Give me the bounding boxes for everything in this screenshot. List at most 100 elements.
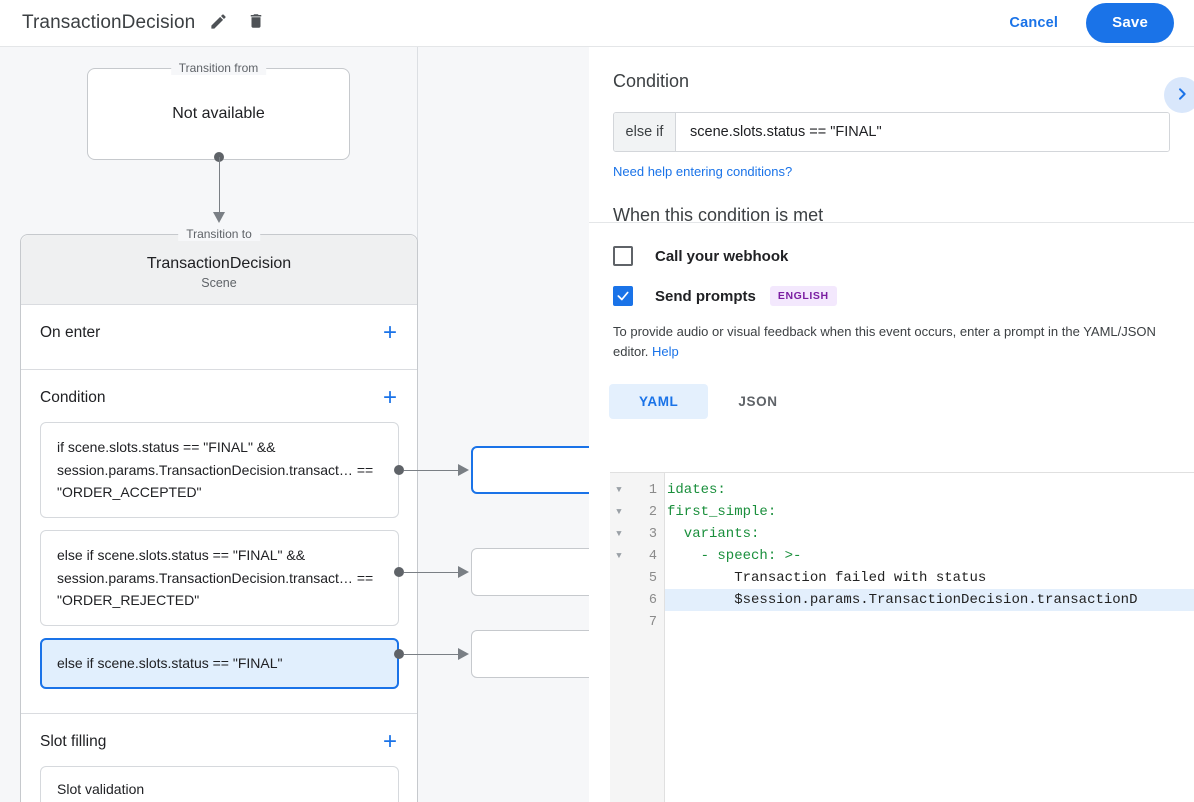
send-prompts-label: Send prompts bbox=[655, 287, 756, 305]
when-condition-met-heading: When this condition is met bbox=[613, 205, 824, 225]
chevron-right-icon bbox=[1174, 86, 1190, 105]
condition-item[interactable]: else if scene.slots.status == "FINAL" &&… bbox=[40, 530, 399, 627]
condition-help-row: Need help entering conditions? bbox=[613, 163, 1170, 181]
condition-item-selected[interactable]: else if scene.slots.status == "FINAL" bbox=[40, 638, 399, 689]
editor-line-number: 6 bbox=[610, 589, 664, 611]
detail-divider bbox=[589, 222, 1194, 223]
condition-connector-line bbox=[404, 469, 459, 471]
edit-name-button[interactable] bbox=[203, 8, 233, 38]
condition-connector-dot bbox=[394, 465, 404, 475]
editor-line-number: 5 bbox=[610, 567, 664, 589]
condition-connector-dot bbox=[394, 649, 404, 659]
scene-card-name: TransactionDecision bbox=[146, 255, 292, 272]
editor-code-line[interactable]: $session.params.TransactionDecision.tran… bbox=[665, 589, 1194, 611]
editor-code-line[interactable]: variants: bbox=[665, 523, 1194, 545]
editor-code-area[interactable]: idates: first_simple: variants: - speech:… bbox=[665, 473, 1194, 802]
condition-item[interactable]: if scene.slots.status == "FINAL" && sess… bbox=[40, 422, 399, 519]
transition-target-stub[interactable] bbox=[471, 446, 589, 494]
scene-card: Transition to TransactionDecision Scene … bbox=[20, 227, 418, 802]
section-on-enter-header: On enter + bbox=[21, 305, 417, 357]
fold-triangle-icon[interactable]: ▼ bbox=[616, 529, 622, 539]
editor-code-line[interactable]: idates: bbox=[665, 479, 1194, 501]
section-slot-filling: Slot filling + Slot validation bbox=[21, 714, 417, 802]
condition-connector-arrow bbox=[458, 464, 469, 476]
language-badge: ENGLISH bbox=[769, 286, 837, 306]
section-on-enter-title: On enter bbox=[40, 324, 101, 341]
tab-yaml[interactable]: YAML bbox=[609, 384, 709, 420]
editor-code-line[interactable]: Transaction failed with status bbox=[665, 567, 1194, 589]
add-on-enter-button[interactable]: + bbox=[382, 319, 397, 346]
condition-connector-line bbox=[404, 571, 459, 573]
section-slot-filling-title: Slot filling bbox=[40, 732, 107, 750]
line-number: 1 bbox=[648, 482, 657, 498]
scene-card-header: Transition to TransactionDecision Scene bbox=[21, 227, 417, 305]
add-slot-filling-button[interactable]: + bbox=[382, 727, 397, 755]
transition-from-legend: Transition from bbox=[170, 61, 267, 75]
call-webhook-label: Call your webhook bbox=[655, 247, 789, 265]
line-number: 7 bbox=[648, 614, 657, 630]
call-webhook-checkbox[interactable] bbox=[613, 246, 633, 266]
send-prompts-checkbox[interactable] bbox=[613, 286, 633, 306]
trash-icon bbox=[247, 12, 265, 33]
scene-card-type: Scene bbox=[201, 276, 237, 290]
condition-help-link[interactable]: Need help entering conditions? bbox=[613, 164, 793, 179]
condition-expression-input[interactable] bbox=[676, 113, 1169, 151]
condition-connector-dot bbox=[394, 567, 404, 577]
send-prompts-row[interactable]: Send prompts ENGLISH bbox=[613, 286, 1170, 306]
transition-target-stub[interactable] bbox=[471, 548, 589, 596]
code-token: - speech: >- bbox=[667, 548, 802, 564]
transition-arrow-head bbox=[213, 212, 225, 223]
page-title: TransactionDecision bbox=[22, 11, 196, 33]
editor-code-line[interactable]: first_simple: bbox=[665, 501, 1194, 523]
cancel-button[interactable]: Cancel bbox=[995, 7, 1072, 39]
prompts-description-text: To provide audio or visual feedback when… bbox=[613, 324, 1156, 360]
code-token: idates: bbox=[667, 482, 726, 498]
condition-connector-arrow bbox=[458, 566, 469, 578]
transition-from-value: Not available bbox=[172, 105, 265, 122]
pencil-icon bbox=[209, 12, 228, 34]
code-token: Transaction failed with status bbox=[667, 570, 987, 586]
add-condition-button[interactable]: + bbox=[382, 384, 397, 411]
tab-json[interactable]: JSON bbox=[738, 394, 778, 410]
check-icon bbox=[616, 289, 630, 303]
code-token: variants: bbox=[667, 526, 760, 542]
editor-code-line[interactable]: - speech: >- bbox=[665, 545, 1194, 567]
webhook-row[interactable]: Call your webhook bbox=[613, 246, 1170, 266]
line-number: 5 bbox=[648, 570, 657, 586]
editor-line-number: ▼3 bbox=[610, 523, 664, 545]
save-button[interactable]: Save bbox=[1086, 2, 1174, 43]
section-condition: Condition + if scene.slots.status == "FI… bbox=[21, 370, 417, 714]
line-number: 6 bbox=[648, 592, 657, 608]
condition-prefix-label: else if bbox=[614, 113, 676, 151]
fold-triangle-icon[interactable]: ▼ bbox=[616, 551, 622, 561]
condition-heading: Condition bbox=[613, 71, 690, 91]
slot-validation-item[interactable]: Slot validation bbox=[40, 765, 399, 802]
editor-code-line[interactable] bbox=[665, 611, 1194, 633]
condition-connector-arrow bbox=[458, 648, 469, 660]
line-number: 4 bbox=[648, 548, 657, 564]
editor-line-number: 7 bbox=[610, 611, 664, 633]
fold-triangle-icon[interactable]: ▼ bbox=[616, 507, 622, 517]
collapse-panel-button[interactable] bbox=[1164, 77, 1194, 113]
editor-line-number: ▼2 bbox=[610, 501, 664, 523]
section-slot-filling-header: Slot filling + bbox=[21, 714, 417, 766]
editor-line-number: ▼4 bbox=[610, 545, 664, 567]
transition-target-stub[interactable] bbox=[471, 630, 589, 678]
line-number: 2 bbox=[648, 504, 657, 520]
section-on-enter: On enter + bbox=[21, 305, 417, 370]
scene-graph-pane: Transition from Not available Transition… bbox=[0, 46, 589, 802]
section-condition-header: Condition + bbox=[21, 370, 417, 422]
transition-arrow-line bbox=[218, 157, 220, 214]
delete-scene-button[interactable] bbox=[241, 8, 271, 38]
transition-to-legend: Transition to bbox=[178, 227, 260, 241]
editor-format-tabs: YAML JSON bbox=[609, 384, 1170, 420]
fold-triangle-icon[interactable]: ▼ bbox=[616, 485, 622, 495]
editor-line-number: ▼1 bbox=[610, 479, 664, 501]
prompts-help-link[interactable]: Help bbox=[652, 344, 679, 360]
transition-from-card: Transition from Not available bbox=[87, 61, 350, 160]
condition-connector-line bbox=[404, 653, 459, 655]
code-token: $session.params.TransactionDecision.tran… bbox=[667, 592, 1138, 608]
